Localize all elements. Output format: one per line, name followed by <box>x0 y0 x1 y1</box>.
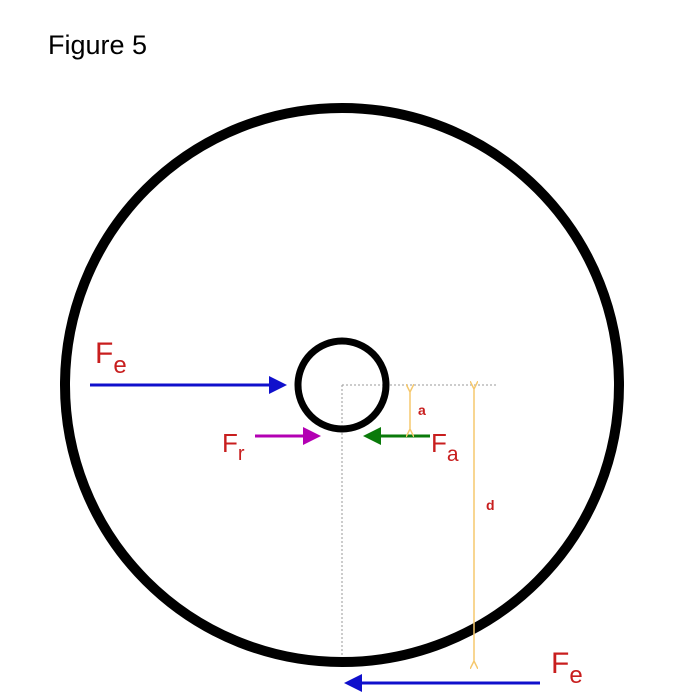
fr-label: Fr <box>222 428 245 465</box>
figure-title: Figure 5 <box>48 30 148 60</box>
axle-circle <box>294 337 390 433</box>
fe-left-label: Fe <box>95 337 127 379</box>
dimension-d-label: d <box>486 497 495 513</box>
fe-bottom-label: Fe <box>551 647 583 689</box>
wheel-circle <box>60 103 624 667</box>
fa-label: Fa <box>431 428 459 466</box>
dimension-a-label: a <box>418 402 426 418</box>
